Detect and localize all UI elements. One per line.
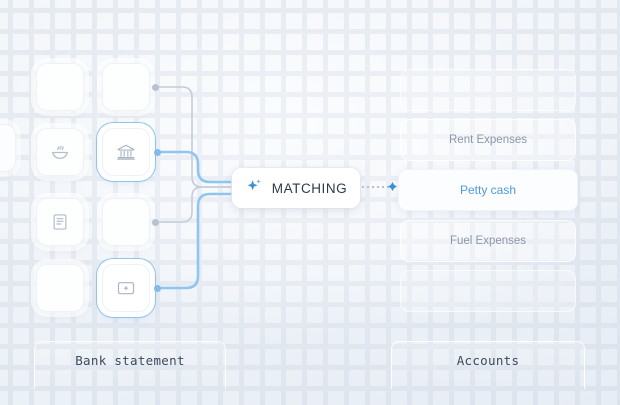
matching-label: MATCHING [271,180,348,196]
statement-card-2[interactable] [102,63,159,111]
wire-card8-blue [150,192,234,290]
matching-output-diamond-icon [388,182,397,191]
group-label-text: Bank statement [75,353,185,368]
matching-badge[interactable]: MATCHING [232,168,360,208]
statement-card-7[interactable] [36,264,84,312]
wire-card6-gray [151,186,233,223]
statement-card-offscreen[interactable] [0,124,16,172]
account-item-label: Petty cash [459,183,517,197]
statement-card-5[interactable] [36,198,84,246]
account-item-label: Fuel Expenses [449,235,527,247]
document-icon [50,212,70,232]
statement-card-3[interactable] [36,128,84,176]
account-item-label: Rent Expenses [449,134,527,146]
connector-nub [152,84,159,91]
sparkle-icon [245,176,264,200]
group-label-accounts: Accounts [391,341,585,389]
connector-nub [152,219,159,226]
matching-output-dotted-line [362,186,390,188]
wire-card2-gray [151,86,233,188]
statement-card-6[interactable] [102,198,159,246]
group-label-bank-statement: Bank statement [34,341,226,389]
account-item-fuel-expenses[interactable]: Fuel Expenses [400,220,576,262]
account-item-5[interactable] [400,270,576,312]
add-card-icon [115,277,137,299]
statement-card-8[interactable] [102,264,161,312]
account-item-1[interactable] [400,69,576,111]
group-label-text: Accounts [456,353,520,368]
account-item-rent-expenses[interactable]: Rent Expenses [400,119,576,161]
statement-card-1[interactable] [36,63,84,111]
connector-nub [154,149,161,156]
connector-nub [154,285,161,292]
bank-icon [115,141,137,163]
bowl-icon [49,141,71,163]
account-item-petty-cash[interactable]: Petty cash [398,169,578,211]
statement-card-4[interactable] [102,128,161,176]
wire-card4-blue [150,150,234,184]
